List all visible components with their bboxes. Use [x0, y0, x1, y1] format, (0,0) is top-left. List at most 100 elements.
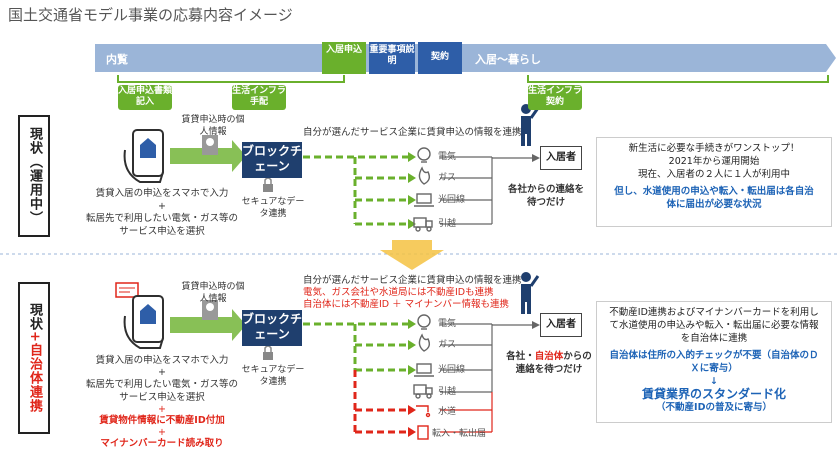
service-fiber-bottom: 光回線	[438, 365, 466, 375]
phone-icon-top	[123, 129, 164, 183]
bulb-icon-top	[417, 147, 431, 163]
lock-icon-top	[263, 177, 273, 192]
info-bottom-emph3: （不動産IDの普及に寄与）	[656, 402, 772, 413]
service-fiber-top: 光回線	[438, 195, 466, 205]
plus-bottom-2: +	[158, 404, 166, 415]
info-bottom-emph1: 自治体は住所の入的チェックが不要（自治体のＤＸに寄与）	[609, 350, 819, 374]
info-top-line3: 現在、入居者の２人に１人が利用中	[637, 169, 790, 180]
step-important-explain	[369, 42, 415, 74]
laptop-icon-bottom	[414, 363, 434, 377]
resident-top: 入居者	[540, 146, 582, 170]
phone-caption-1-top: 賃貸入居の申込をスマホで入力	[95, 188, 229, 199]
service-gas-bottom: ガス	[438, 340, 457, 350]
mynumber-card-icon	[115, 282, 139, 298]
plus-top: +	[158, 201, 166, 212]
service-residence-notice: 転入・転出届	[432, 429, 487, 439]
timeline-living: 入居～暮らし	[475, 53, 541, 66]
info-bottom-line1: 不動産ID連携およびマイナンバーカードを利用して水道使用の申込みや転入・転出届に…	[609, 307, 819, 344]
flow-red-2: 自治体には不動産ID ＋ マイナンバー情報も連携	[303, 299, 509, 310]
phase-application: 入居申込書類記入	[118, 85, 172, 110]
timeline-arrow	[95, 44, 836, 72]
personal-info-bottom: 賃貸申込時の個人情報	[181, 282, 245, 304]
flow-caption-bottom: 自分が選んだサービス企業に賃貸申込の情報を連携	[303, 275, 522, 286]
service-electric-bottom: 電気	[438, 319, 457, 329]
red-caption-1: 賃貸物件情報に不動産ID付加	[99, 415, 225, 426]
service-moving-bottom: 引越	[438, 387, 457, 397]
label-current-plus-municipality: 現状+自治体連携	[18, 282, 50, 434]
truck-icon-bottom	[413, 384, 433, 399]
grey-connector-bottom	[440, 323, 532, 393]
timeline-move-in-apply: 入居申込	[325, 45, 362, 55]
info-box-bottom: 不動産ID連携およびマイナンバーカードを利用して水道使用の申込みや転入・転出届に…	[596, 301, 832, 423]
dashed-flows-bottom-red	[353, 370, 408, 434]
label-current-black: 現状	[27, 303, 42, 332]
bulb-icon-bottom	[417, 314, 431, 330]
wait-bottom-red: 自治体	[534, 351, 564, 362]
info-top-line2: 2021年から運用開始	[668, 156, 760, 167]
dashed-arrowheads-bottom	[408, 319, 416, 375]
wait-top: 各社からの連絡を待つだけ	[507, 184, 584, 208]
step-contract	[418, 42, 462, 74]
laptop-icon-top	[414, 193, 434, 207]
info-bottom-arrow: ↓	[710, 376, 718, 387]
faucet-icon	[416, 405, 431, 418]
service-water: 水道	[438, 407, 457, 417]
person-icon-top	[521, 104, 540, 146]
plus-bottom-1: +	[158, 367, 166, 378]
phone-caption-1-bottom: 賃貸入居の申込をスマホで入力	[95, 355, 229, 366]
secure-top: セキュアなデータ連携	[241, 197, 305, 219]
info-box-top: 新生活に必要な手続きがワンストップ！ 2021年から運用開始 現在、入居者の２人…	[596, 137, 832, 227]
dashed-arrowheads-top	[408, 152, 416, 229]
flow-arrow-top	[170, 140, 246, 172]
info-top-emph: 但し、水道使用の申込や転入・転出届は各自治体に届出が必要な状況	[614, 186, 814, 210]
bracket-infra	[527, 75, 829, 83]
wait-bottom: 各社・自治体からの連絡を待つだけ	[502, 350, 596, 376]
id-card-icon-bottom	[202, 300, 218, 320]
truck-icon-top	[413, 217, 433, 232]
dashed-flows-top	[303, 155, 408, 226]
phone-caption-2-top: 転居先で利用したい電気・ガス等のサービス申込を選択	[85, 213, 238, 237]
service-moving-top: 引越	[438, 219, 457, 229]
flow-caption-top: 自分が選んだサービス企業に賃貸申込の情報を連携	[303, 127, 522, 138]
info-bottom-emph2: 賃貸業界のスタンダード化	[641, 387, 786, 401]
bracket-application	[117, 75, 345, 83]
dashed-arrowheads-bottom-red	[408, 405, 416, 437]
phase-infra-contract: 生活インフラ契約	[528, 85, 582, 110]
flame-icon-bottom	[418, 333, 431, 352]
label-current: 現状（運用中）	[18, 115, 50, 237]
flow-arrow-bottom	[170, 309, 246, 341]
blockchain-top: ブロックチェーン	[242, 142, 302, 178]
info-top-line1: 新生活に必要な手続きがワンストップ！	[628, 143, 800, 154]
page-title: 国土交通省モデル事業の応募内容イメージ	[8, 6, 293, 24]
dashed-flows-bottom	[303, 322, 408, 372]
personal-info-top: 賃貸申込時の個人情報	[181, 115, 245, 137]
phone-caption-2-bottom: 転居先で利用したい電気・ガス等のサービス申込を選択	[85, 379, 238, 403]
document-icon	[417, 425, 429, 440]
service-electric-top: 電気	[438, 152, 457, 162]
label-municipality-red: +自治体連携	[27, 331, 42, 413]
phone-icon-bottom	[123, 295, 164, 349]
flow-red-1: 電気、ガス会社や水道局には不動産IDも連携	[303, 287, 494, 298]
step-move-in-apply	[322, 42, 366, 74]
timeline-important-explain: 重要事項説明	[369, 45, 415, 66]
grey-connector-top	[440, 156, 532, 225]
person-icon-bottom	[521, 272, 540, 314]
id-card-icon-top	[202, 135, 218, 155]
timeline-preview: 内覧	[106, 53, 128, 66]
resident-arrowhead-top	[532, 154, 540, 162]
resident-bottom: 入居者	[540, 313, 582, 337]
phase-infra-procedure: 生活インフラ手配	[232, 85, 286, 110]
service-gas-top: ガス	[438, 173, 457, 183]
secure-bottom: セキュアなデータ連携	[241, 365, 305, 387]
red-connector-bottom	[440, 392, 493, 433]
lock-icon-bottom	[263, 345, 273, 360]
wait-bottom-1: 各社・	[506, 351, 535, 362]
transition-arrow	[380, 240, 444, 270]
plus-bottom-3: +	[158, 427, 166, 438]
blockchain-bottom: ブロックチェーン	[242, 310, 302, 346]
flame-icon-top	[418, 166, 431, 185]
resident-arrowhead-bottom	[532, 321, 540, 329]
wait-bottom-2: からの連絡を待つだけ	[515, 351, 592, 375]
timeline-contract: 契約	[430, 52, 449, 62]
